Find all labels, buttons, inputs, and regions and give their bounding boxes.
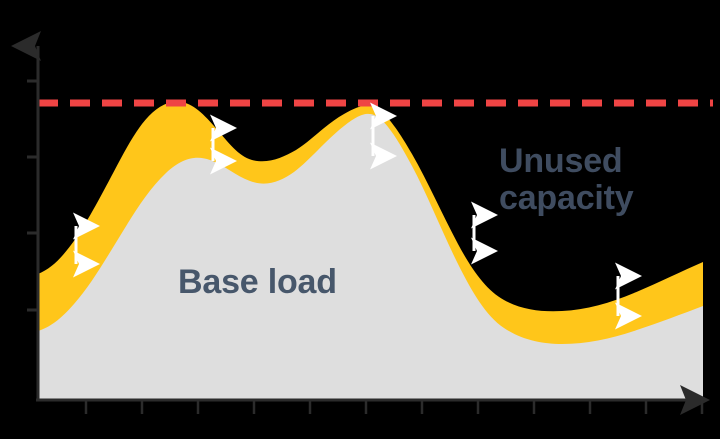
- gap-measure-arrows: [73, 102, 642, 330]
- x-axis: [36, 385, 710, 415]
- base-load-area: [38, 113, 703, 400]
- unused-capacity-label-line2: capacity: [499, 178, 634, 217]
- y-axis: [11, 31, 41, 400]
- base-load-label: Base load: [178, 263, 337, 301]
- unused-capacity-label-line1: Unused: [499, 142, 623, 180]
